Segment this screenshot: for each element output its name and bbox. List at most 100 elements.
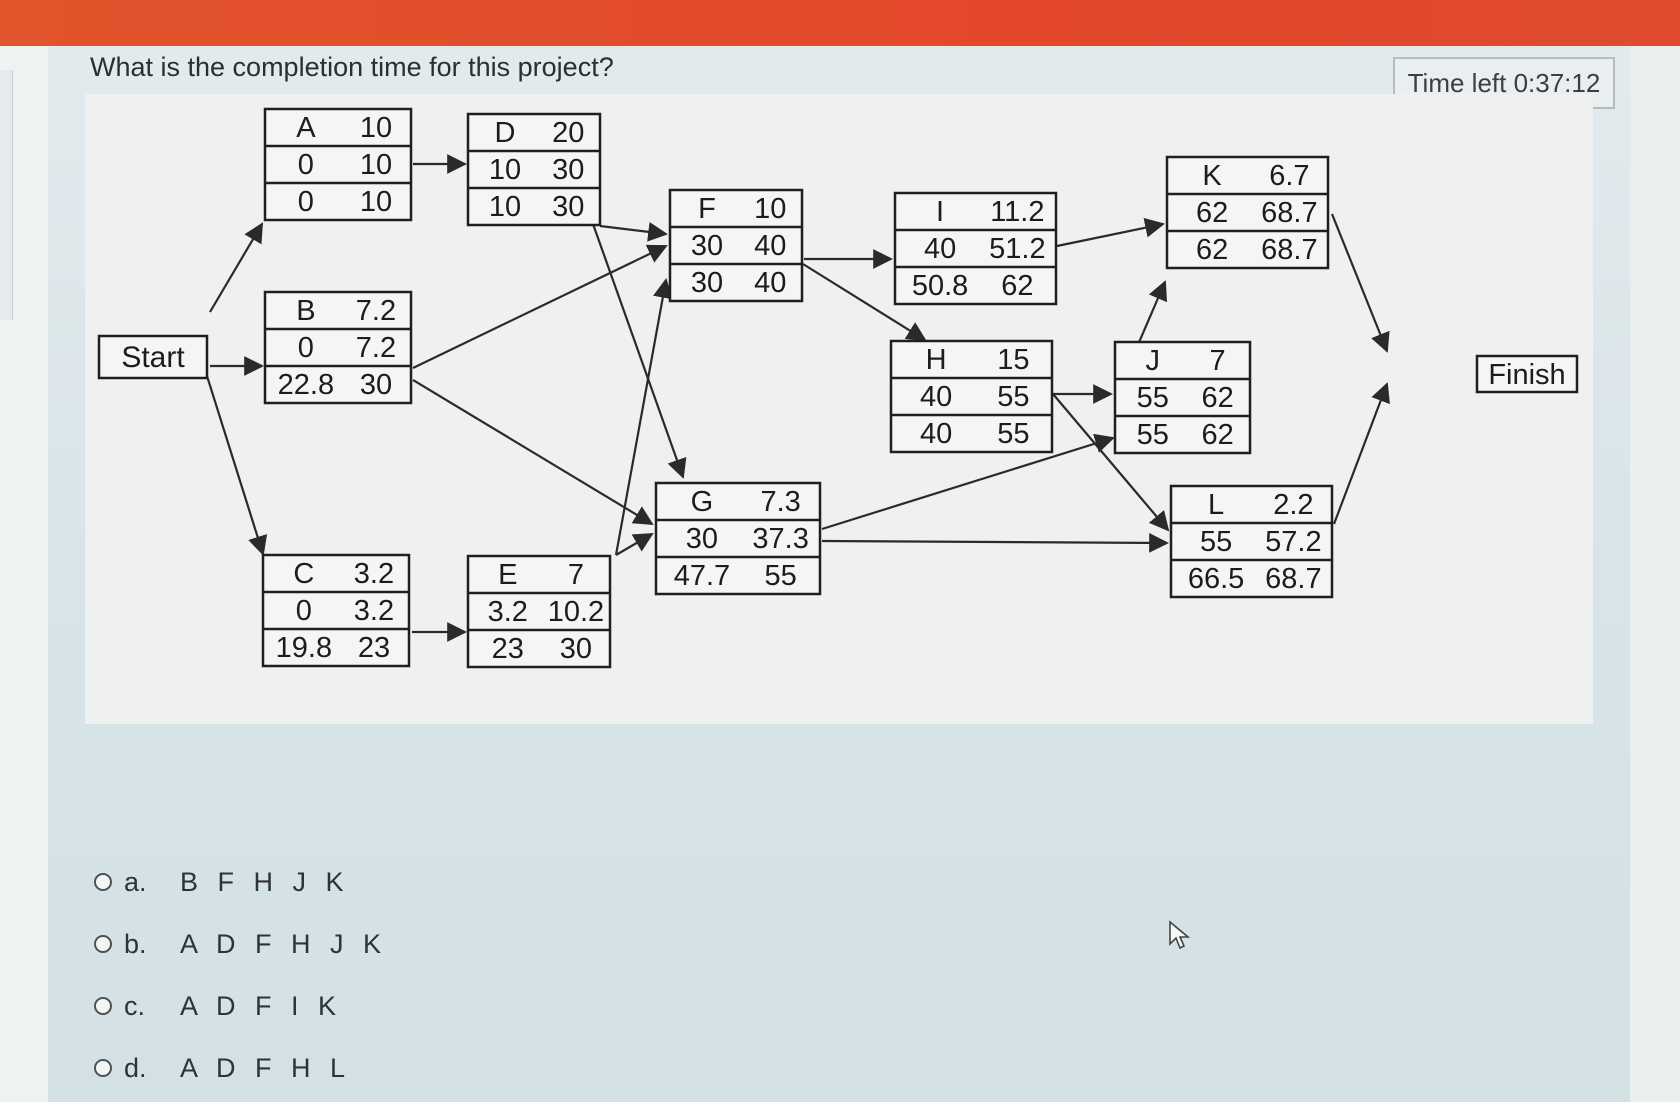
option-text: A D F H J K [180, 928, 388, 959]
option-d[interactable]: d. A D F H L [94, 1048, 554, 1088]
option-letter: d. [124, 1052, 147, 1083]
node-cell-right: 11.2 [990, 196, 1044, 228]
node-cell-left: H [926, 344, 947, 376]
node-cell-right: 30 [360, 369, 392, 401]
node-box [466, 554, 612, 669]
node-cell-left: I [936, 196, 944, 228]
dependency-arrow [1330, 213, 1390, 353]
node-cell-right: 7.3 [760, 486, 800, 518]
node-cell-left: 30 [686, 523, 718, 555]
node-cell-right: 3.2 [354, 558, 394, 590]
node-cell-right: 55 [765, 560, 797, 592]
option-b[interactable]: b. A D F H J K [94, 924, 554, 964]
node-cell-left: 40 [920, 381, 952, 413]
dependency-arrow [1056, 217, 1165, 248]
option-letter: c. [124, 990, 146, 1021]
option-text: A D F H L [180, 1052, 352, 1083]
radio-button-b[interactable] [94, 935, 112, 953]
node-cell-right: 3.2 [354, 595, 394, 627]
node-box [889, 339, 1054, 454]
node-cell-right: 10 [754, 193, 786, 225]
dependency-arrow [1332, 382, 1390, 525]
node-cell-right: 10 [360, 112, 392, 144]
node-cell-right: 68.7 [1265, 563, 1321, 595]
node-cell-right: 68.7 [1261, 197, 1317, 229]
node-cell-right: 10 [360, 186, 392, 218]
node-cell-right: 62 [1201, 419, 1233, 451]
node-box [263, 290, 413, 405]
node-cell-right: 57.2 [1265, 526, 1321, 558]
node-cell-left: 66.5 [1188, 563, 1244, 595]
side-tab[interactable] [0, 70, 13, 320]
node-cell-left: K [1202, 160, 1222, 192]
node-cell-right: 68.7 [1261, 234, 1317, 266]
dependency-arrow [205, 375, 268, 556]
node-cell-right: 30 [560, 633, 592, 665]
node-box [466, 112, 602, 227]
node-cell-left: 55 [1137, 382, 1169, 414]
dependency-arrow [821, 433, 1115, 531]
radio-button-c[interactable] [94, 997, 112, 1015]
left-margin [0, 46, 48, 1102]
node-cell-left: F [698, 193, 716, 225]
option-letter: b. [124, 928, 147, 959]
dependency-arrow [412, 379, 654, 526]
node-cell-right: 40 [754, 267, 786, 299]
dependency-arrow [1135, 280, 1168, 348]
option-a[interactable]: a. B F H J K [94, 862, 554, 902]
node-box [1169, 484, 1334, 599]
node-cell-left: 0 [298, 186, 314, 218]
node-cell-right: 7 [1210, 345, 1226, 377]
finish-node [1475, 354, 1579, 394]
node-cell-left: 0 [298, 149, 314, 181]
node-cell-left: 47.7 [674, 560, 730, 592]
node-box [654, 481, 822, 596]
node-cell-right: 20 [552, 117, 584, 149]
radio-button-a[interactable] [94, 873, 112, 891]
node-cell-right: 15 [997, 344, 1029, 376]
node-cell-left: D [494, 117, 515, 149]
node-box [1165, 155, 1330, 270]
node-cell-right: 23 [358, 632, 390, 664]
node-cell-left: J [1146, 345, 1161, 377]
node-cell-left: 55 [1200, 526, 1232, 558]
node-cell-right: 51.2 [989, 233, 1045, 265]
option-text: B F H J K [180, 866, 350, 897]
radio-button-d[interactable] [94, 1059, 112, 1077]
node-cell-right: 7 [568, 559, 584, 591]
dependency-arrow [1052, 393, 1170, 532]
node-cell-left: 3.2 [488, 596, 528, 628]
node-cell-left: E [498, 559, 517, 591]
node-cell-right: 7.2 [356, 295, 396, 327]
node-cell-left: L [1208, 489, 1224, 521]
node-cell-left: A [296, 112, 316, 144]
question-text: What is the completion time for this pro… [90, 52, 614, 82]
node-box [1113, 340, 1252, 455]
node-cell-left: 30 [691, 230, 723, 262]
node-cell-left: 40 [924, 233, 956, 265]
node-cell-right: 30 [552, 154, 584, 186]
start-node [97, 334, 209, 380]
right-margin [1630, 46, 1680, 1102]
dependency-arrow [412, 244, 668, 369]
node-cell-left: 23 [492, 633, 524, 665]
node-cell-left: 22.8 [278, 369, 334, 401]
node-cell-left: 10 [489, 191, 521, 223]
option-c[interactable]: c. A D F I K [94, 986, 554, 1026]
dependency-arrow [615, 533, 654, 556]
option-text: A D F I K [180, 990, 343, 1021]
arrows [205, 154, 1390, 642]
node-cell-right: 30 [552, 191, 584, 223]
